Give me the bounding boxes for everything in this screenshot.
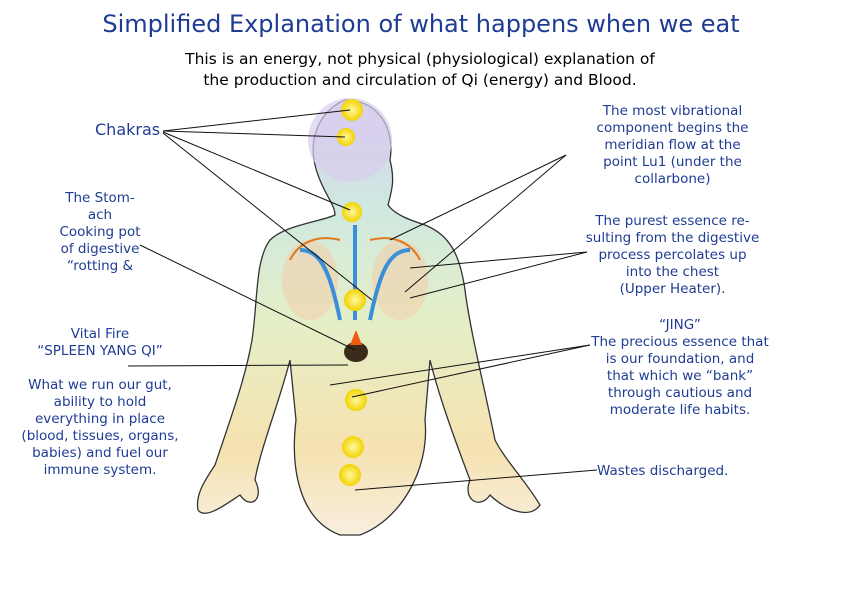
label-purest-essence: The purest essence re- sulting from the …	[585, 213, 760, 297]
label-lu1: The most vibrational component begins th…	[596, 103, 749, 187]
label-stomach: The Stom- ach Cooking pot of digestive “…	[59, 190, 141, 274]
chakra-brow	[337, 128, 355, 146]
chakra-throat	[342, 202, 362, 222]
lung-left	[282, 240, 338, 320]
vital-fire	[350, 330, 362, 345]
chakra-sacral	[345, 389, 367, 411]
chakra-heart	[344, 289, 366, 311]
chakra-navel	[342, 436, 364, 458]
chakra-root	[339, 464, 361, 486]
chakra-crown	[341, 99, 363, 121]
page-title: Simplified Explanation of what happens w…	[102, 10, 740, 38]
label-chakras: Chakras	[95, 120, 161, 139]
label-jing: “JING” The precious essence that is our …	[591, 317, 769, 418]
blood-flow	[289, 237, 421, 261]
label-wastes: Wastes discharged.	[597, 463, 729, 479]
cooking-pot	[344, 342, 368, 362]
leader-lines	[127, 109, 598, 491]
lung-right	[372, 240, 428, 320]
subtitle: This is an energy, not physical (physiol…	[185, 50, 655, 89]
label-gut: What we run our gut, ability to hold eve…	[21, 377, 179, 478]
label-vital-fire: Vital Fire “SPLEEN YANG QI”	[37, 326, 163, 359]
